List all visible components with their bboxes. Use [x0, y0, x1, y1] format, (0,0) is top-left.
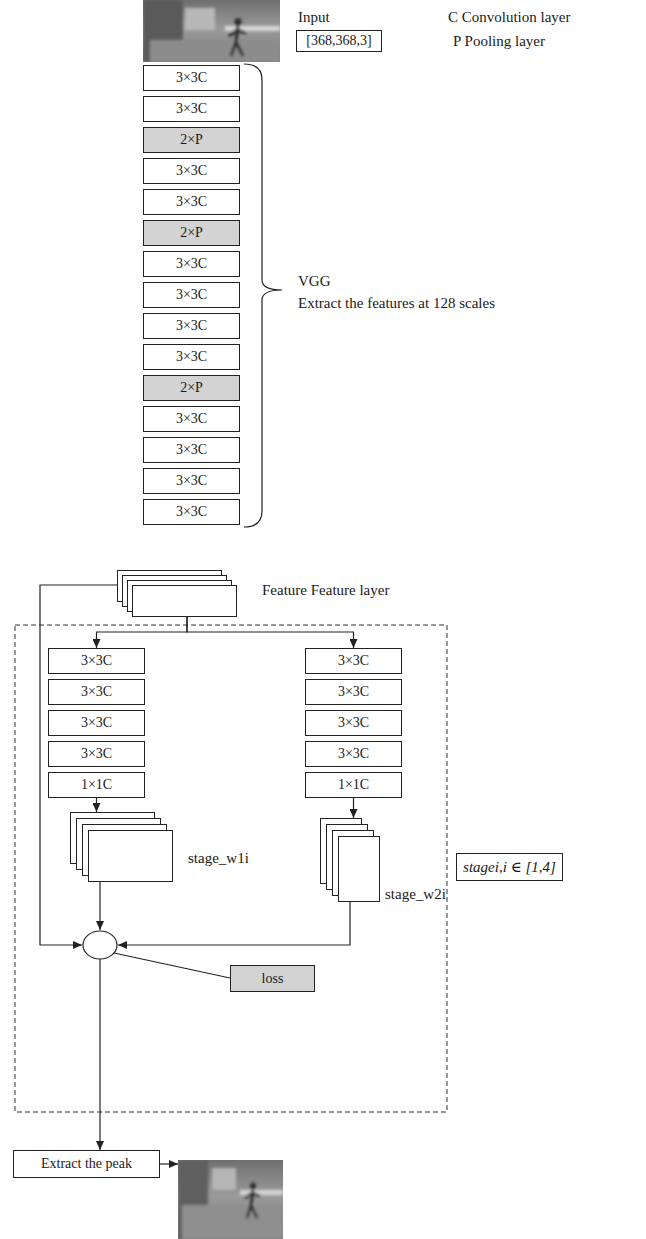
pooling-layer-box: 2×P	[143, 220, 240, 246]
node-text: 3×3C	[338, 746, 369, 761]
node-text: 2×P	[180, 380, 203, 395]
node-text: Extract the peak	[41, 1156, 132, 1171]
stack-shape	[320, 818, 380, 902]
feature-map-stack: Feature Feature layer	[117, 570, 390, 617]
node-text: 3×3C	[176, 163, 207, 178]
node-label: Feature Feature layer	[262, 582, 389, 599]
node-text: 1×1C	[81, 777, 112, 792]
conv-layer-box: 1×1C	[305, 772, 402, 798]
node-text: 3×3C	[176, 287, 207, 302]
conv-layer-box: 3×3C	[143, 189, 240, 215]
output-arrow	[160, 1163, 178, 1164]
node-text: 3×3C	[338, 684, 369, 699]
conv-layer-box: 3×3C	[143, 96, 240, 122]
node-text: 3×3C	[81, 715, 112, 730]
group-note: Extract the features at 128 scales	[298, 295, 495, 312]
node-text: 3×3C	[81, 746, 112, 761]
node-label: stage_w2i	[385, 886, 446, 903]
feature-map	[339, 837, 380, 902]
loss-box: loss	[230, 965, 315, 992]
conv-layer-box: 3×3C	[305, 741, 402, 767]
node-text: stagei,i ∈ [1,4]	[463, 859, 556, 876]
feature-map	[89, 831, 173, 882]
connector-arrow	[96, 798, 97, 812]
conv-layer-box: 3×3C	[305, 679, 402, 705]
conv-layer-box: 1×1C	[48, 772, 145, 798]
conv-layer-box: 3×3C	[48, 741, 145, 767]
node-text: 2×P	[180, 225, 203, 240]
node-text: 2×P	[180, 132, 203, 147]
stage-region	[15, 625, 447, 1112]
pooling-layer-box: 2×P	[143, 127, 240, 153]
conv-layer-box: 3×3C	[143, 251, 240, 277]
node-text: 3×3C	[338, 715, 369, 730]
conv-layer-box: 3×3C	[48, 648, 145, 674]
node-text: 3×3C	[176, 194, 207, 209]
conv-layer-box: 3×3C	[305, 710, 402, 736]
feature-map-stack: stage_w2i	[320, 818, 446, 902]
conv-layer-box: 3×3C	[48, 710, 145, 736]
conv-layer-box: 3×3C	[305, 648, 402, 674]
connector-arrow	[353, 798, 354, 818]
sum-node	[83, 931, 117, 959]
legend-note: C Convolution layer	[448, 9, 571, 26]
conv-layer-box: 3×3C	[143, 313, 240, 339]
node-text: 3×3C	[176, 349, 207, 364]
node-text: 3×3C	[81, 653, 112, 668]
stack-shape	[70, 812, 173, 882]
loss-line	[114, 953, 230, 978]
legend-note: P Pooling layer	[453, 33, 545, 50]
vgg-bracket	[244, 64, 282, 527]
group-label: VGG	[298, 273, 331, 290]
conv-layer-box: 3×3C	[48, 679, 145, 705]
node-text: 3×3C	[176, 473, 207, 488]
feature-map-stack: stage_w1i	[70, 812, 249, 882]
node-text: 3×3C	[81, 684, 112, 699]
node-text: 3×3C	[176, 318, 207, 333]
conv-layer-box: 3×3C	[143, 437, 240, 463]
feature-map	[133, 586, 237, 617]
process-box: Extract the peak	[13, 1150, 160, 1178]
node-text: 3×3C	[176, 101, 207, 116]
connector-arrow	[187, 617, 354, 648]
input-size-box: [368,368,3]	[296, 30, 382, 52]
node-text: 3×3C	[176, 411, 207, 426]
node-text: 3×3C	[338, 653, 369, 668]
conv-layer-box: 3×3C	[143, 282, 240, 308]
conv-layer-box: 3×3C	[143, 344, 240, 370]
stack-shape	[117, 570, 237, 617]
conv-layer-box: 3×3C	[143, 468, 240, 494]
sum-input-line	[99, 882, 100, 930]
node-text: 3×3C	[176, 504, 207, 519]
connector-arrow	[97, 617, 188, 648]
input-label: Input	[298, 9, 330, 26]
sum-input-line	[118, 902, 350, 945]
pooling-layer-box: 2×P	[143, 375, 240, 401]
conv-layer-box: 3×3C	[143, 158, 240, 184]
node-text: 3×3C	[176, 70, 207, 85]
conv-layer-box: 3×3C	[143, 499, 240, 525]
node-text: 3×3C	[176, 442, 207, 457]
stage-label-box: stagei,i ∈ [1,4]	[456, 853, 563, 881]
input-photo	[143, 0, 280, 62]
node-text: 1×1C	[338, 777, 369, 792]
node-text: [368,368,3]	[306, 33, 371, 48]
conv-layer-box: 3×3C	[143, 406, 240, 432]
conv-layer-box: 3×3C	[143, 65, 240, 91]
node-text: 3×3C	[176, 256, 207, 271]
node-text: loss	[262, 971, 284, 986]
node-label: stage_w1i	[188, 850, 249, 867]
output-line	[99, 959, 100, 1150]
output-photo	[178, 1160, 283, 1239]
